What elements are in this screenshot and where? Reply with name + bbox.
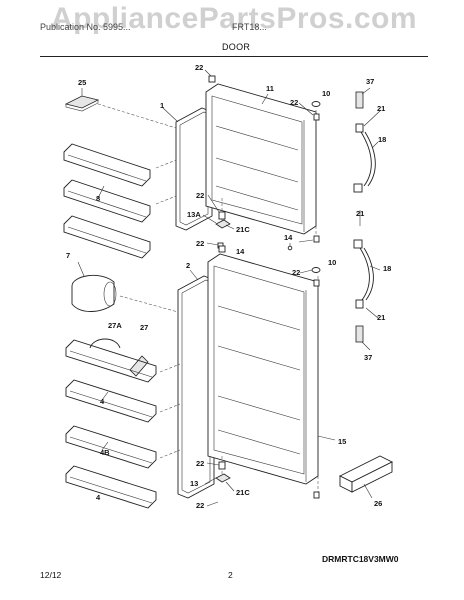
callout-7: 7 bbox=[66, 251, 70, 260]
callout-25: 25 bbox=[78, 78, 86, 87]
callout-11: 11 bbox=[266, 84, 274, 93]
callout-8: 8 bbox=[96, 194, 100, 203]
part-1-gasket-drawing bbox=[175, 107, 213, 231]
callout-14-right: 14 bbox=[284, 233, 293, 242]
revision-date: 12/12 bbox=[40, 570, 62, 580]
callout-27: 27 bbox=[140, 323, 148, 332]
callout-18-lower: 18 bbox=[383, 264, 391, 273]
callout-22-bottom: 22 bbox=[196, 459, 204, 468]
callout-13a: 13A bbox=[187, 210, 201, 219]
part-7-drawing bbox=[71, 274, 117, 312]
callout-4-mid: 4 bbox=[100, 397, 105, 406]
page-number: 2 bbox=[228, 570, 233, 580]
callout-4-bottom: 4 bbox=[96, 493, 101, 502]
callout-37-top: 37 bbox=[366, 77, 374, 86]
callout-21c-bottom: 21C bbox=[236, 488, 250, 497]
callout-21-lower: 21 bbox=[377, 313, 385, 322]
callout-15: 15 bbox=[338, 437, 346, 446]
callout-27a: 27A bbox=[108, 321, 122, 330]
part-11-freezer-door-drawing bbox=[205, 83, 317, 235]
callout-22-lowest: 22 bbox=[196, 501, 204, 510]
section-title: DOOR bbox=[222, 42, 251, 52]
callout-21-top: 21 bbox=[377, 104, 385, 113]
part-15-fresh-food-door-drawing bbox=[207, 253, 319, 485]
model-header: FRT18... bbox=[232, 22, 267, 32]
callout-21c-top: 21C bbox=[236, 225, 250, 234]
callout-22-top: 22 bbox=[195, 63, 203, 72]
part-25-drawing bbox=[64, 95, 100, 112]
callout-26: 26 bbox=[374, 499, 382, 508]
part-8-shelves-drawing bbox=[63, 143, 151, 259]
callout-22-hinge: 22 bbox=[290, 98, 298, 107]
callout-labels: 22 25 11 37 1 22 10 21 18 8 22 13A 21C 2… bbox=[66, 63, 391, 510]
callout-14-center: 14 bbox=[236, 247, 245, 256]
callout-37-lower: 37 bbox=[364, 353, 372, 362]
callout-13: 13 bbox=[190, 479, 198, 488]
callout-22-center: 22 bbox=[196, 239, 204, 248]
callout-22-mid: 22 bbox=[196, 191, 204, 200]
callout-18-top: 18 bbox=[378, 135, 386, 144]
header-rule bbox=[40, 56, 428, 57]
part-4-shelves-drawing bbox=[65, 339, 157, 509]
leader-lines bbox=[77, 69, 382, 507]
callout-1: 1 bbox=[160, 101, 164, 110]
callout-22-lower-hinge: 22 bbox=[292, 268, 300, 277]
callout-21-mid: 21 bbox=[356, 209, 364, 218]
watermark: AppliancePartsPros.com bbox=[50, 2, 418, 35]
callout-4b: 4B bbox=[100, 448, 110, 457]
part-26-bin-drawing bbox=[338, 455, 394, 493]
publication-number: Publication No. 5995... bbox=[40, 22, 131, 32]
part-2-gasket-drawing bbox=[177, 275, 215, 499]
callout-2: 2 bbox=[186, 261, 190, 270]
callout-10-top: 10 bbox=[322, 89, 330, 98]
model-number: DRMRTC18V3MW0 bbox=[322, 554, 399, 564]
callout-10-lower: 10 bbox=[328, 258, 336, 267]
